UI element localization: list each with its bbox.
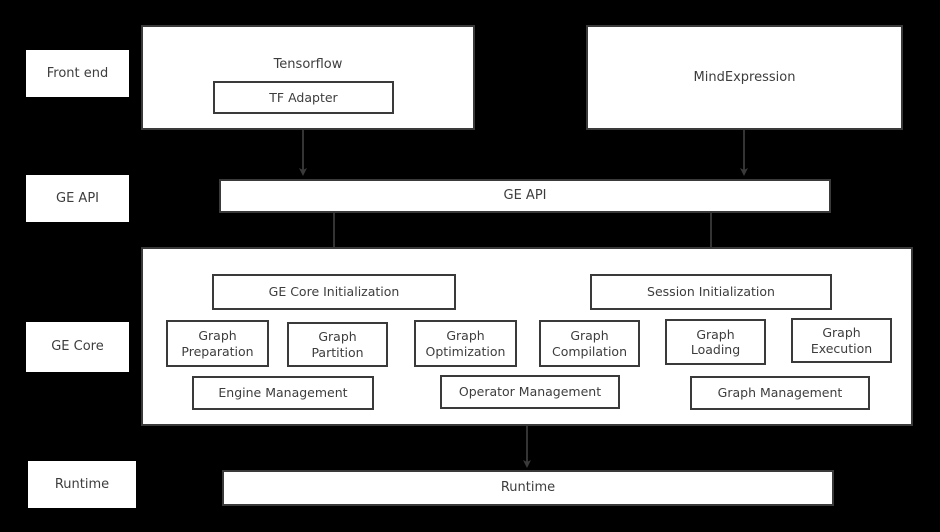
tf-adapter-box[interactable]: TF Adapter [213,81,394,114]
graph-management-box[interactable]: Graph Management [690,376,870,410]
engine-management-box[interactable]: Engine Management [192,376,374,410]
runtime-bar[interactable]: Runtime [222,470,834,506]
stage-label-runtime: Runtime [28,461,136,508]
session-initialization-box[interactable]: Session Initialization [590,274,832,310]
stage-label-ge-api: GE API [26,175,129,222]
graph-compilation-box[interactable]: Graph Compilation [539,320,640,367]
ge-api-bar[interactable]: GE API [219,179,831,213]
stage-label-ge-core: GE Core [26,322,129,372]
ge-core-initialization-box[interactable]: GE Core Initialization [212,274,456,310]
operator-management-box[interactable]: Operator Management [440,375,620,409]
mindexpression-box[interactable]: MindExpression [586,25,903,130]
graph-optimization-box[interactable]: Graph Optimization [414,320,517,367]
tensorflow-container: Tensorflow [141,25,475,130]
graph-partition-box[interactable]: Graph Partition [287,322,388,367]
stage-label-front-end: Front end [26,50,129,97]
tensorflow-title: Tensorflow [273,57,343,72]
graph-preparation-box[interactable]: Graph Preparation [166,320,269,367]
graph-execution-box[interactable]: Graph Execution [791,318,892,363]
graph-loading-box[interactable]: Graph Loading [665,319,766,365]
